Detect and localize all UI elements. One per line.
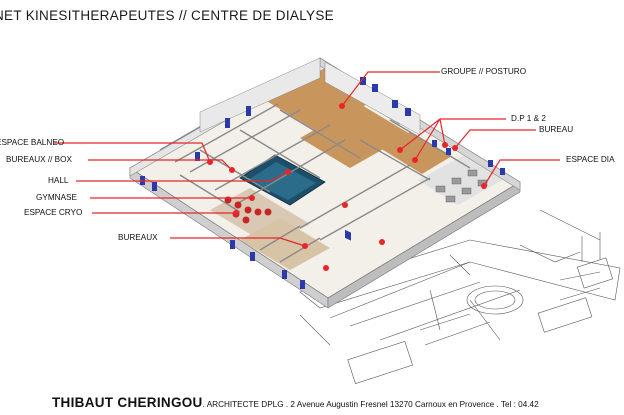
label-bureau: BUREAU [539,125,574,134]
dialysis-chairs [435,169,488,203]
architect-details: . ARCHITECTE DPLG . 2 Avenue Augustin Fr… [202,400,539,409]
label-bureaux-box: BUREAUX // BOX [6,155,72,164]
label-hall: HALL [48,176,69,185]
architect-name: THIBAUT CHERINGOU [52,395,203,410]
label-espace-balneo: ESPACE BALNEO [0,138,65,147]
architect-footer: THIBAUT CHERINGOU. ARCHITECTE DPLG . 2 A… [52,394,539,412]
leader-lines [54,71,560,247]
exterior-walls [129,57,521,191]
label-gymnase: GYMNASE [36,193,77,202]
label-espace-dia: ESPACE DIA [566,155,615,164]
leader-dots [207,103,487,271]
label-groupe-posturo: GROUPE // POSTURO [441,67,527,76]
label-dp: D.P 1 & 2 [511,114,546,123]
site-plan-drawing [299,209,621,385]
page-title: NET KINESITHERAPEUTES // CENTRE DE DIALY… [0,8,334,23]
label-espace-cryo: ESPACE CRYO [24,208,83,217]
windows [140,77,505,289]
label-bureaux: BUREAUX [118,233,158,242]
